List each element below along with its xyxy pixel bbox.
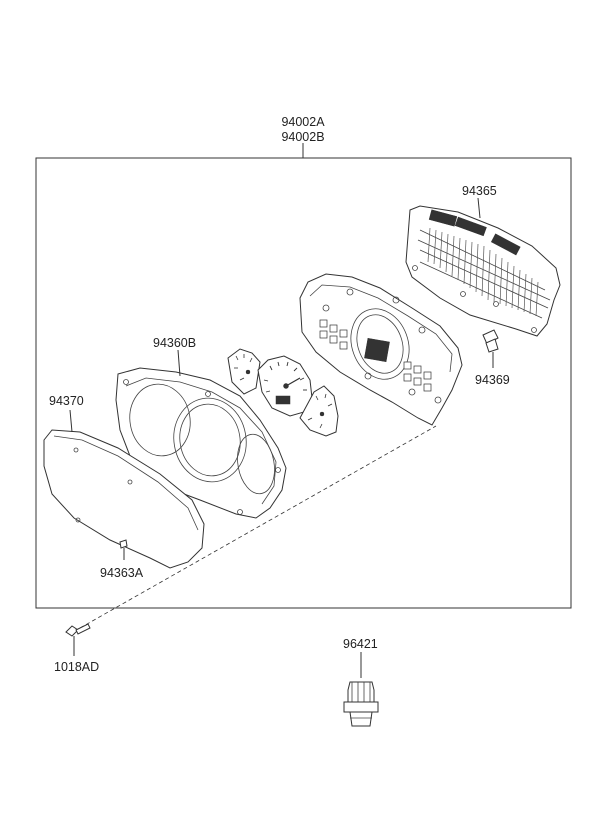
label-assembly-a[interactable]: 94002A bbox=[281, 115, 325, 129]
mounting-screw bbox=[65, 623, 91, 656]
front-lens bbox=[43, 409, 205, 569]
explode-axis bbox=[79, 425, 437, 629]
label-case[interactable]: 94360B bbox=[153, 336, 196, 350]
label-glass[interactable]: 94370 bbox=[49, 394, 84, 408]
label-screw-a[interactable]: 94363A bbox=[100, 566, 144, 580]
label-printed-circuit[interactable]: 94365 bbox=[462, 184, 497, 198]
label-assembly-b[interactable]: 94002B bbox=[281, 130, 324, 144]
label-sensor[interactable]: 96421 bbox=[343, 637, 378, 651]
label-screw-b[interactable]: 1018AD bbox=[54, 660, 99, 674]
label-bulb[interactable]: 94369 bbox=[475, 373, 510, 387]
printed-circuit-board bbox=[405, 197, 561, 337]
speed-sensor bbox=[343, 652, 379, 727]
lens-screw bbox=[119, 539, 128, 560]
bulb-socket bbox=[482, 329, 499, 368]
rear-housing bbox=[299, 273, 463, 426]
dial-faces bbox=[227, 348, 339, 437]
